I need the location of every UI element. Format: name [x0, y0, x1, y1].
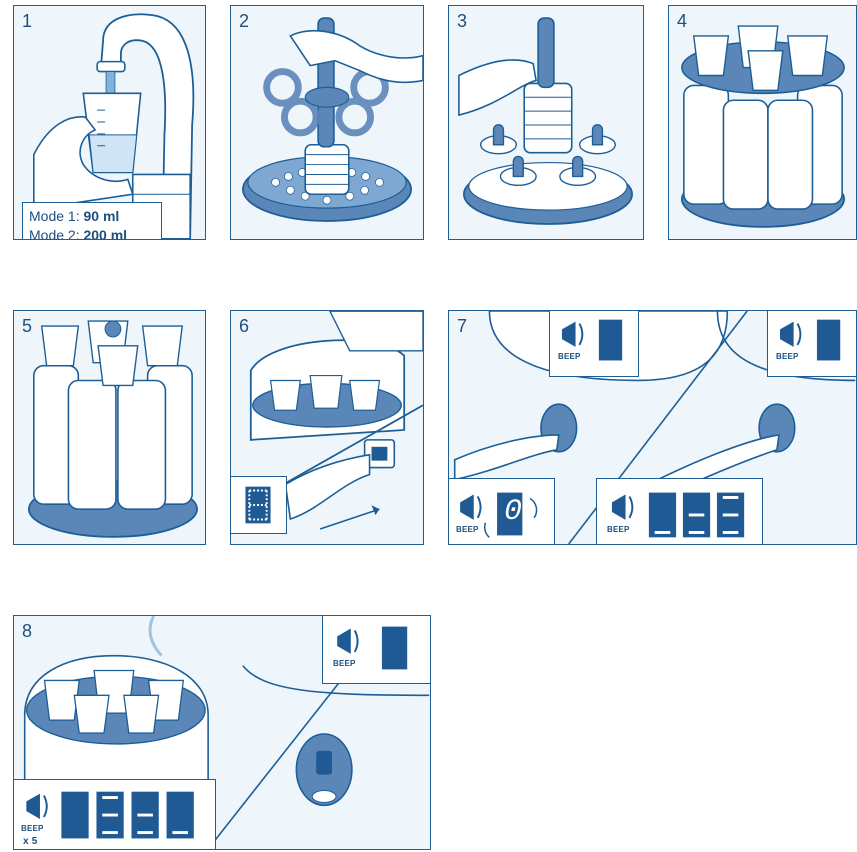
sound-icon	[768, 310, 857, 376]
mode2-label: Mode 2:	[29, 227, 80, 240]
beep-display-callout-4: BEEP	[596, 478, 763, 545]
step-8-panel: 8 BEEP	[13, 615, 431, 850]
beep-display-callout-1: BEEP	[549, 310, 639, 377]
display-callout	[230, 476, 287, 534]
mode1-value: 90 ml	[83, 208, 119, 224]
beep-label: BEEP	[456, 525, 479, 534]
step-4-panel: 4	[668, 5, 857, 240]
step-7-panel: 7 BEEP BEEP BEEP 0	[448, 310, 857, 545]
beep-display-callout-3: BEEP 0	[448, 478, 555, 545]
water-volume-label: Mode 1: 90 ml Mode 2: 200 ml	[22, 202, 162, 240]
segment-display-icon	[230, 477, 286, 533]
step-6-panel: 6	[230, 310, 424, 545]
beep-repeat-label: x 5	[23, 836, 38, 847]
step-number: 1	[22, 11, 32, 32]
display-digit: 0	[504, 495, 522, 529]
step-number: 5	[22, 316, 32, 337]
mode2-value: 200 ml	[83, 227, 127, 240]
step-3-panel: 3	[448, 5, 644, 240]
beep-display-callout-5: BEEP	[322, 615, 431, 684]
beep-label: BEEP	[776, 352, 799, 361]
rack-assembly-illustration	[231, 6, 423, 239]
step-number: 6	[239, 316, 249, 337]
sound-icon	[323, 615, 431, 683]
teats-assembly-illustration	[449, 6, 643, 239]
mode1-label: Mode 1:	[29, 208, 80, 224]
sound-icon	[550, 310, 638, 376]
step-number: 8	[22, 621, 32, 642]
step-5-panel: 5	[13, 310, 206, 545]
sound-icon	[448, 479, 554, 545]
sound-icon	[13, 780, 215, 850]
step-1-panel: 1 Mode 1: 90 ml Mode 2: 200 ml	[13, 5, 206, 240]
beep-label: BEEP	[558, 352, 581, 361]
beep-display-callout-6: BEEP x 5	[13, 779, 216, 850]
step-number: 4	[677, 11, 687, 32]
bottles-stacked-illustration	[14, 311, 205, 544]
step-number: 3	[457, 11, 467, 32]
beep-label: BEEP	[333, 659, 356, 668]
bottles-loaded-illustration	[669, 6, 856, 239]
beep-label: BEEP	[21, 824, 44, 833]
beep-display-callout-2: BEEP	[767, 310, 857, 377]
beep-label: BEEP	[607, 525, 630, 534]
step-2-panel: 2	[230, 5, 424, 240]
step-number: 2	[239, 11, 249, 32]
sound-icon	[597, 479, 762, 545]
step-number: 7	[457, 316, 467, 337]
